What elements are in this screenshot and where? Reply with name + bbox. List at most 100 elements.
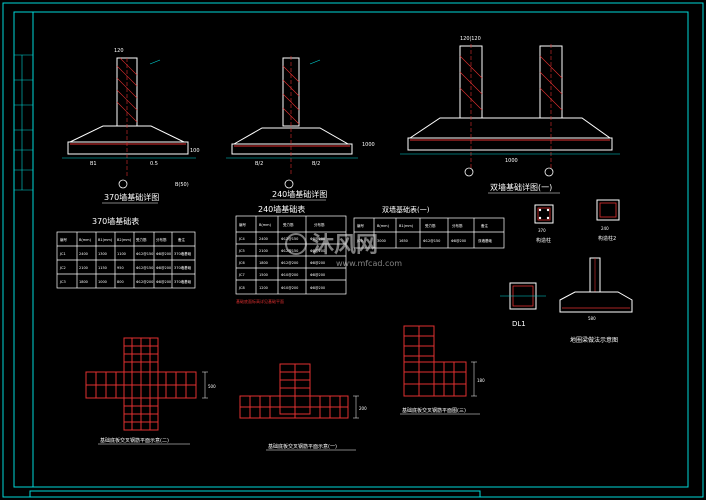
dim-200-tee: 200 bbox=[359, 406, 367, 411]
table-240-r0c0: JC4 bbox=[238, 237, 245, 241]
table-240-r2c1: 1800 bbox=[259, 261, 268, 265]
table-double-h1: B(mm) bbox=[377, 224, 390, 228]
table-370-r0c4: Φ12@150 bbox=[136, 252, 153, 256]
table-240-r4c0: JC8 bbox=[238, 286, 245, 290]
table-370-h5: 分布筋 bbox=[156, 237, 167, 242]
rebar-plan-cross bbox=[85, 337, 197, 431]
gzz-dim: 370 bbox=[538, 228, 546, 233]
ground-beam-title: 地圈梁做法示意图 bbox=[570, 336, 618, 344]
title-240-detail: 240墙基础详图 bbox=[272, 189, 327, 199]
foundation-370-detail: 120 B1 0.5 100 B(50) 370墙基础详图 bbox=[62, 48, 200, 204]
table-240-r1c1: 2100 bbox=[259, 249, 268, 253]
ground-beam-detail: 580 地圈梁做法示意图 bbox=[559, 257, 633, 344]
dim-1000-double: 1000 bbox=[505, 158, 518, 164]
table-240-r3c0: JC7 bbox=[238, 273, 245, 277]
table-370-r1c6: 370墙基础 bbox=[174, 265, 192, 270]
dim-bg: B(50) bbox=[175, 182, 189, 188]
dim-b1: B1 bbox=[90, 161, 97, 167]
dim-100: 100 bbox=[190, 148, 200, 154]
table-240-h2: 受力筋 bbox=[283, 222, 294, 227]
rebar-plan-tee bbox=[239, 363, 349, 419]
table-370-r2c4: Φ12@200 bbox=[136, 280, 153, 284]
ground-beam-dl1: DL1 bbox=[500, 282, 546, 328]
table-240-r3c1: 1500 bbox=[259, 273, 268, 277]
table-double-r0c4: Φ8@200 bbox=[451, 239, 466, 243]
column-section-gzz2: 240 构造柱2 bbox=[596, 199, 620, 242]
table-370-h0: 编号 bbox=[60, 237, 67, 242]
table-240-r0c2: Φ12@150 bbox=[281, 237, 298, 241]
title-double-table: 双墙基础表(一) bbox=[382, 205, 430, 214]
table-240-note: 基础底面标高详见基础平面 bbox=[236, 298, 284, 304]
table-double-h0: 编号 bbox=[357, 223, 365, 228]
watermark-cn: 沐风网 bbox=[312, 233, 378, 258]
table-240-r1c0: JC5 bbox=[238, 249, 245, 253]
table-240-h3: 分布筋 bbox=[314, 222, 325, 227]
dim-b2-right: B/2 bbox=[312, 161, 320, 167]
table-370-h2: B1(mm) bbox=[98, 238, 113, 242]
table-240-r4c2: Φ10@200 bbox=[281, 286, 298, 290]
watermark: 沐风网 www.mfcad.com bbox=[285, 233, 402, 268]
table-370-r0c3: 1100 bbox=[117, 252, 126, 256]
dim-120120: 120|120 bbox=[460, 36, 481, 42]
table-double-r0c5: 双墙基础 bbox=[478, 238, 492, 243]
table-240-r3c3: Φ8@200 bbox=[310, 273, 325, 277]
table-240-r0c3: Φ8@200 bbox=[310, 237, 325, 241]
table-240-r0c1: 2400 bbox=[259, 237, 268, 241]
table-370-r0c6: 370墙基础 bbox=[174, 251, 192, 256]
table-370-r2c3: 800 bbox=[117, 280, 124, 284]
table-double-r0c2: 1650 bbox=[399, 239, 408, 243]
rebar-plan-corner bbox=[403, 325, 467, 397]
table-370-h1: B(mm) bbox=[79, 238, 92, 242]
title-plan-cross: 基础底板交叉钢筋平面示意(二) bbox=[100, 437, 169, 444]
table-370-r0c5: Φ8@200 bbox=[156, 252, 171, 256]
table-double: 双墙基础表(一) 编号 B(mm) B1(mm) 受力筋 分布筋 备注 JC9 … bbox=[353, 205, 505, 249]
table-370-r1c4: Φ12@150 bbox=[136, 266, 153, 270]
watermark-url: www.mfcad.com bbox=[336, 259, 402, 268]
table-double-h2: B1(mm) bbox=[399, 224, 414, 228]
table-370-r0c2: 1300 bbox=[98, 252, 107, 256]
title-240-table: 240墙基础表 bbox=[258, 204, 305, 214]
dim-120: 120 bbox=[114, 48, 124, 54]
column-section-gzz: 370 构造柱 bbox=[534, 204, 554, 244]
table-240-h1: B(mm) bbox=[259, 223, 272, 227]
table-double-h5: 备注 bbox=[481, 223, 489, 228]
foundation-240-detail: B/2 B/2 1000 240墙基础详图 bbox=[226, 56, 375, 201]
gzz2-dim: 240 bbox=[601, 226, 609, 231]
dim-180-corner: 180 bbox=[477, 378, 485, 383]
table-240: 240墙基础表 编号 B(mm) 受力筋 分布筋 JC4 2400 Φ12@15… bbox=[235, 204, 347, 304]
table-240-r4c3: Φ8@200 bbox=[310, 286, 325, 290]
table-240-grid bbox=[235, 215, 347, 295]
table-370-r2c6: 370墙基础 bbox=[174, 279, 192, 284]
watermark-logo-icon bbox=[285, 233, 307, 255]
table-370-r1c1: 2100 bbox=[79, 266, 88, 270]
dim-b05: 0.5 bbox=[150, 161, 158, 167]
table-240-h0: 编号 bbox=[239, 222, 246, 227]
title-plan-corner: 基础底板交叉钢筋平面图(三) bbox=[402, 407, 466, 414]
table-370-h3: B2(mm) bbox=[117, 238, 132, 242]
table-240-r4c1: 1200 bbox=[259, 286, 268, 290]
table-240-r2c0: JC6 bbox=[238, 261, 245, 265]
table-370-r2c2: 1000 bbox=[98, 280, 107, 284]
table-370-r1c2: 1150 bbox=[98, 266, 107, 270]
table-240-r2c2: Φ12@200 bbox=[281, 261, 298, 265]
table-370-r0c0: JC1 bbox=[59, 252, 66, 256]
table-240-r2c3: Φ8@200 bbox=[310, 261, 325, 265]
title-370-detail: 370墙基础详图 bbox=[104, 192, 159, 202]
table-370-r2c1: 1800 bbox=[79, 280, 88, 284]
table-370-h4: 受力筋 bbox=[136, 237, 147, 242]
table-double-h4: 分布筋 bbox=[452, 223, 463, 228]
table-240-r1c3: Φ8@200 bbox=[310, 249, 325, 253]
table-370-r2c5: Φ8@200 bbox=[156, 280, 171, 284]
table-240-r3c2: Φ10@200 bbox=[281, 273, 298, 277]
table-370-r1c3: 950 bbox=[117, 266, 124, 270]
gzz2-title: 构造柱2 bbox=[598, 235, 616, 242]
left-title-strip bbox=[14, 54, 33, 191]
dl1-label: DL1 bbox=[512, 320, 526, 328]
dim-580: 580 bbox=[588, 316, 596, 321]
table-double-r0c3: Φ12@150 bbox=[423, 239, 440, 243]
table-370-r1c5: Φ8@200 bbox=[156, 266, 171, 270]
table-370-grid bbox=[56, 231, 196, 289]
dim-500-cross: 500 bbox=[208, 384, 216, 389]
